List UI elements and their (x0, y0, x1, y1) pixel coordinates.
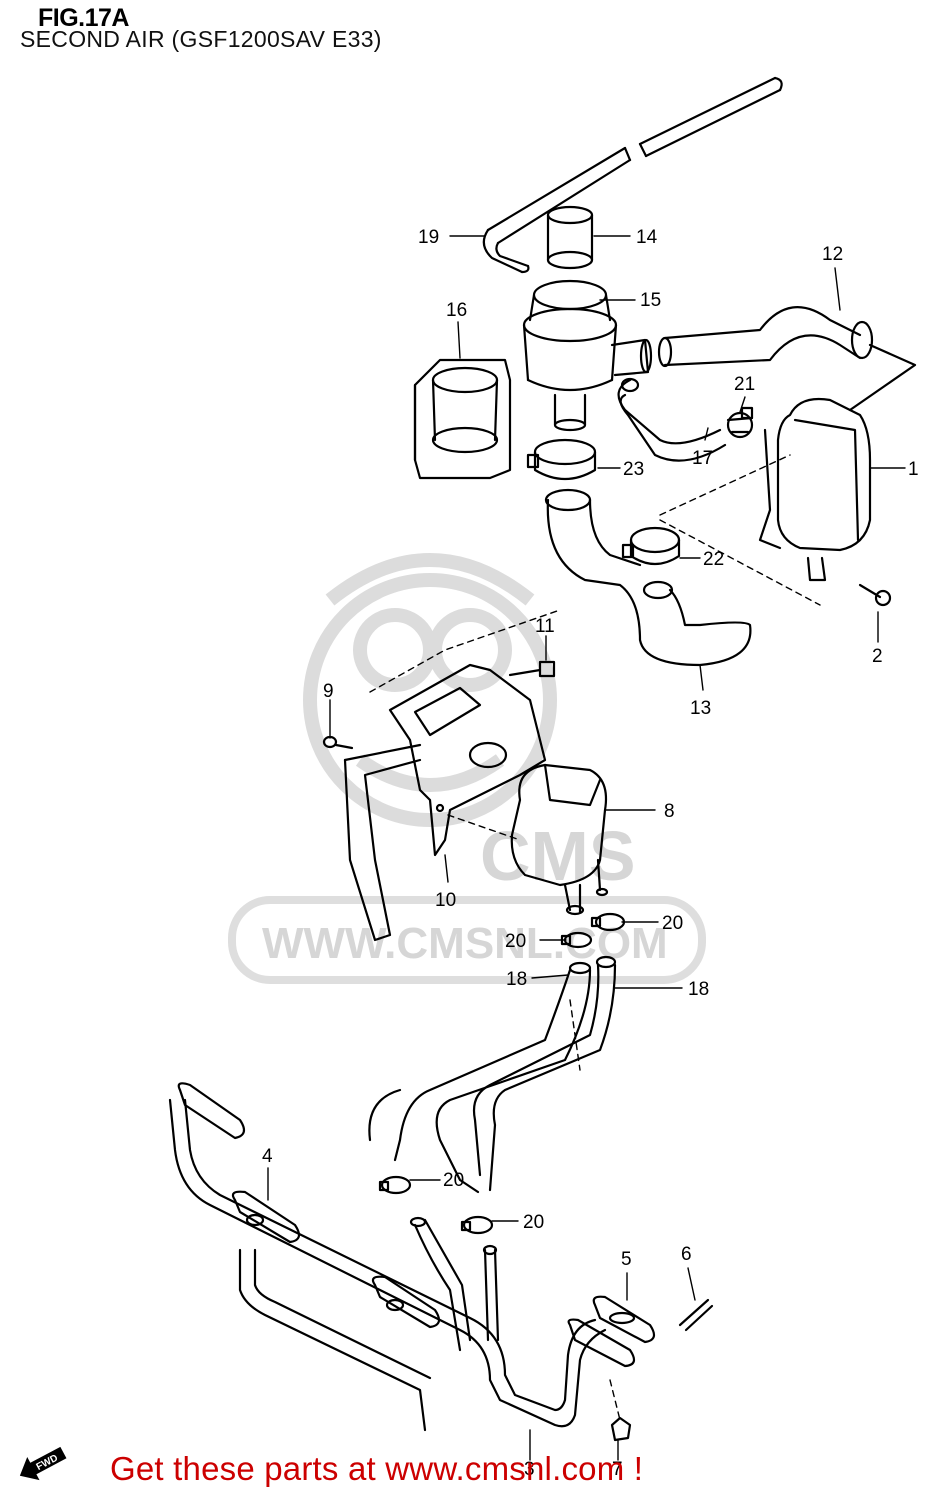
callout-12: 12 (822, 244, 843, 265)
part-2-bolt (858, 583, 892, 607)
part-20-clamp-lower-b (460, 1215, 494, 1235)
callout-1: 1 (908, 459, 919, 480)
part-4-gaskets (177, 1082, 441, 1329)
callout-labels: 1 2 3 4 5 6 7 8 9 10 11 12 13 14 15 16 1… (262, 227, 919, 1480)
callout-22: 22 (703, 549, 724, 570)
callout-23: 23 (623, 459, 644, 480)
callout-5: 5 (621, 1249, 632, 1270)
part-14-cap (546, 205, 594, 270)
watermark-url: WWW.CMSNL.COM (262, 919, 668, 968)
part-17-hose (617, 377, 727, 462)
part-10-plate (388, 663, 547, 857)
callout-21: 21 (734, 374, 755, 395)
callout-20d: 20 (523, 1212, 544, 1233)
part-18-hoses (368, 955, 617, 1194)
figure-title: FIG.17A (38, 4, 129, 32)
callout-20b: 20 (505, 931, 526, 952)
part-3-pipe (168, 1098, 607, 1432)
callout-20c: 20 (443, 1170, 464, 1191)
callout-18b: 18 (688, 979, 709, 1000)
part-1-reed-valve (758, 397, 872, 582)
part-21-clamp (726, 406, 754, 439)
watermark-logo (303, 553, 557, 827)
watermark-logo-text: CMS (480, 817, 636, 895)
part-23-clamp (526, 438, 597, 480)
callout-6: 6 (681, 1244, 692, 1265)
callout-4: 4 (262, 1146, 273, 1167)
part-6-stud (678, 1298, 714, 1332)
callout-2: 2 (872, 646, 883, 667)
part-19-hose (482, 76, 783, 274)
leader-lines (369, 454, 821, 1421)
callout-9: 9 (323, 681, 334, 702)
part-8-control-valve (510, 763, 609, 916)
watermark-banner (228, 896, 706, 984)
part-9-bracket (322, 735, 422, 942)
callout-7: 7 (612, 1459, 623, 1480)
part-7-nut (610, 1416, 632, 1442)
callout-8: 8 (664, 801, 675, 822)
callout-19: 19 (418, 227, 439, 248)
part-12-hose (657, 306, 917, 412)
part-3-flange (567, 1318, 636, 1368)
figure-subtitle: SECOND AIR (GSF1200SAV E33) (20, 26, 382, 52)
callout-11: 11 (535, 616, 555, 637)
part-16-bracket (413, 358, 512, 480)
callout-17: 17 (692, 448, 713, 469)
callout-3: 3 (524, 1459, 535, 1480)
callout-16: 16 (446, 300, 467, 321)
callout-10: 10 (435, 890, 456, 911)
part-5-gasket (592, 1295, 656, 1344)
part-13-hose (544, 488, 752, 667)
callout-14: 14 (636, 227, 658, 248)
part-22-clamp (621, 526, 681, 566)
forward-arrow-icon: FWD (19, 1446, 67, 1481)
part-20-clamp-lower-a (378, 1175, 412, 1195)
footer-promo-link[interactable]: Get these parts at www.cmsnl.com ! (110, 1450, 644, 1487)
callout-18a: 18 (506, 969, 527, 990)
fwd-label: FWD (35, 1453, 60, 1473)
part-15-valve (522, 279, 653, 432)
callout-leaders (267, 235, 906, 1461)
callout-20a: 20 (662, 913, 683, 934)
callout-13: 13 (690, 698, 711, 719)
callout-15: 15 (640, 290, 661, 311)
watermark: CMS WWW.CMSNL.COM (228, 553, 706, 984)
part-11-bolt (508, 660, 556, 678)
